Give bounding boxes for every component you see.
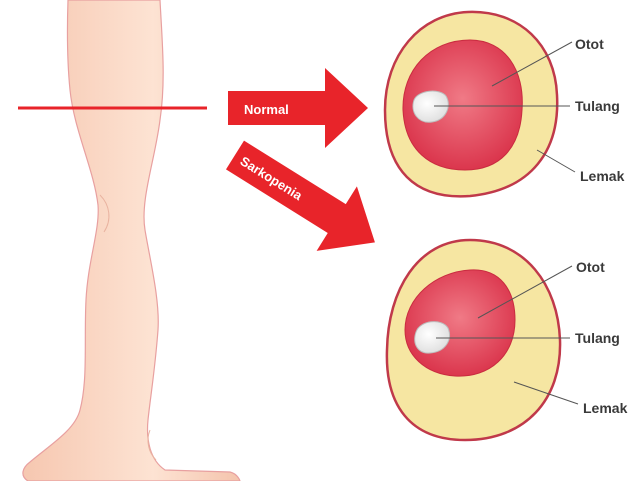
normal-muscle-label: Otot [575,36,604,52]
normal-fat-label: Lemak [580,168,625,184]
normal-bone [413,91,448,122]
sarcopenia-fat-label: Lemak [583,400,628,416]
sarcopenia-arrow: Sarkopenia [215,123,395,275]
sarcopenia-arrow-shape [215,123,395,275]
normal-fat-pointer [537,150,575,172]
normal-arrow-label: Normal [244,102,289,117]
sarcopenia-cross-section: Otot Tulang Lemak [387,240,628,440]
leg [23,0,240,481]
normal-arrow: Normal [228,68,368,148]
sarcopenia-muscle-label: Otot [576,259,605,275]
leg-shape [23,0,240,481]
normal-cross-section: Otot Tulang Lemak [385,12,625,196]
normal-bone-label: Tulang [575,98,620,114]
sarcopenia-bone-label: Tulang [575,330,620,346]
